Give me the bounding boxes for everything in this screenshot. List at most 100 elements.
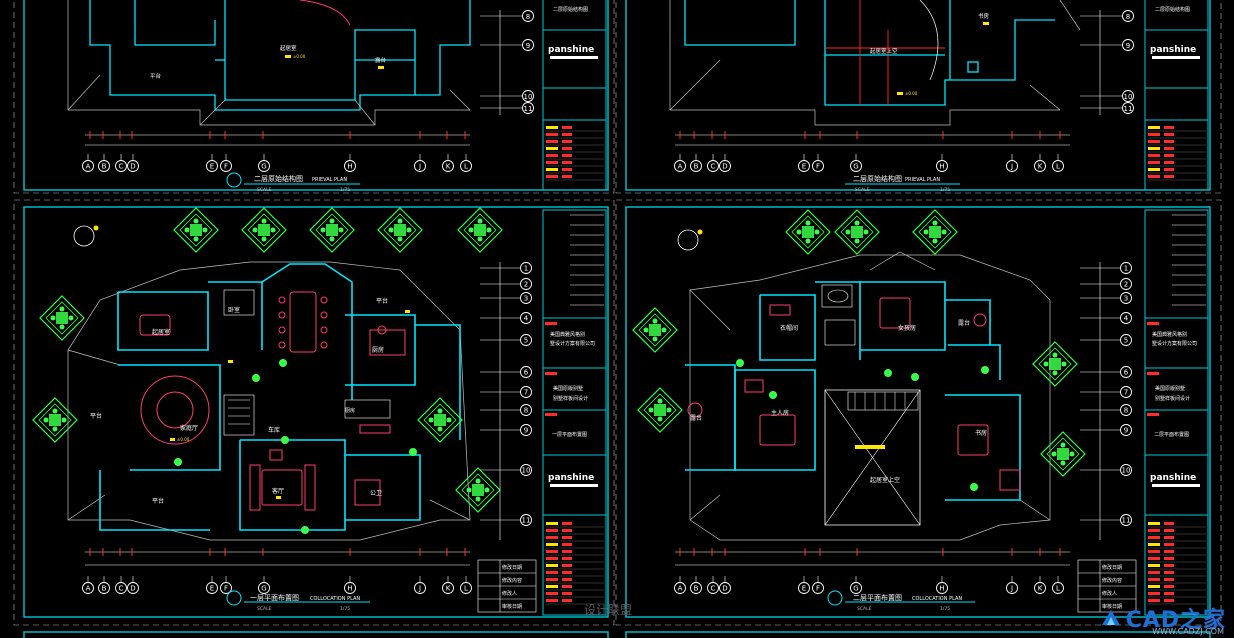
rev-cell: 修改内容	[502, 577, 522, 584]
tb-stamp-row	[546, 161, 558, 164]
tb-stamp-row	[1148, 175, 1160, 178]
axis-bubble	[520, 278, 532, 290]
rev-cell: 审核日期	[502, 603, 522, 610]
axis-letter: H	[939, 163, 944, 171]
scale-label: SCALE	[257, 187, 272, 193]
tb-stamp-row	[546, 557, 558, 560]
axis-bubble	[520, 464, 532, 476]
axis-letter: B	[694, 585, 699, 593]
axis-bubble	[344, 160, 356, 172]
svg-text:厨房: 厨房	[345, 407, 355, 414]
plan-bottom-right[interactable]: 主人房 衣帽间 女孩房 书房 露台 起居室上空 露台	[632, 209, 1137, 613]
axis-letter: B	[102, 163, 107, 171]
svg-text:起居室上空: 起居室上空	[870, 476, 900, 484]
axis-letter: L	[1056, 163, 1060, 171]
tb-stamp-row	[1164, 543, 1174, 546]
tb-stamp-row	[562, 522, 572, 525]
axis-num: 8	[526, 13, 530, 21]
axis-num: 8	[1124, 407, 1128, 415]
axis-num: 11	[1122, 517, 1131, 525]
axis-letter: L	[464, 585, 468, 593]
axis-letter: F	[224, 585, 228, 593]
axis-letter: G	[261, 163, 266, 171]
axis-num: 2	[524, 281, 528, 289]
axis-num: 11	[524, 105, 533, 113]
tb-stamp-row	[1164, 154, 1174, 157]
axis-bubble	[1120, 334, 1132, 346]
tb-stamp-row	[546, 147, 558, 150]
axis-letter: D	[722, 585, 727, 593]
axis-num: 4	[1124, 315, 1129, 323]
axis-num: 10	[1122, 467, 1131, 475]
brand-logo: panshine	[548, 45, 594, 55]
axis-letter: E	[210, 585, 214, 593]
tb-sheet-name: 一层平面布置图	[552, 431, 587, 438]
tb-stamp-row	[562, 175, 572, 178]
tb-stamp-row	[1164, 578, 1174, 581]
tb-stamp-row	[562, 550, 572, 553]
svg-text:卧室: 卧室	[228, 306, 240, 314]
title-block-top-right: 二层原始结构图 panshine	[1144, 0, 1209, 191]
tb-stamp-row	[546, 592, 558, 595]
outer-dashed-frames	[13, 0, 1222, 626]
axis-letter: A	[678, 163, 683, 171]
axis-letter: C	[119, 163, 124, 171]
tb-company: 美国典雅风格别	[1152, 331, 1187, 338]
svg-text:起居室: 起居室	[152, 328, 170, 336]
axis-bubble	[460, 582, 472, 594]
cad-logo-watermark: CAD之家 WWW.CADZJ.COM	[1100, 602, 1226, 636]
axis-bubble	[690, 582, 702, 594]
axis-letter: A	[678, 585, 683, 593]
brand-logo: panshine	[1150, 45, 1196, 55]
axis-letter: C	[711, 585, 716, 593]
tb-stamp-row	[1148, 140, 1160, 143]
tb-stamp-row	[1148, 133, 1160, 136]
plan-top-left[interactable]: 平台 起居室 露台 ±0.00 8 9 10 11	[67, 0, 534, 193]
axis-num: 3	[524, 295, 528, 303]
tb-stamp-row	[1148, 557, 1160, 560]
axis-num: 10	[522, 467, 531, 475]
axis-letter: E	[802, 163, 806, 171]
axis-bubble	[936, 582, 948, 594]
axis-num: 8	[524, 407, 528, 415]
axis-bubble	[850, 160, 862, 172]
tb-project: 美国原版别墅	[1155, 385, 1185, 392]
axis-num: 5	[524, 337, 528, 345]
axis-num: 1	[524, 265, 528, 273]
tb-stamp-row	[1164, 161, 1174, 164]
axis-letter: J	[418, 163, 421, 171]
plan-bottom-left[interactable]: 起居室 家庭厅 客厅 厨房 公卫 卧室 平台 平台 车库 平台 ±0.00 厨房	[32, 207, 537, 613]
axis-num: 11	[1124, 105, 1133, 113]
axis-bubble	[1120, 514, 1132, 526]
svg-text:客厅: 客厅	[272, 487, 284, 495]
tb-sheet-name: 二层平面布置图	[1154, 431, 1189, 438]
axis-letter: G	[261, 585, 266, 593]
axis-num: 4	[524, 315, 529, 323]
axis-bubble	[258, 582, 270, 594]
axis-bubble	[344, 582, 356, 594]
axis-bubble	[1034, 582, 1046, 594]
svg-text:露台: 露台	[375, 56, 387, 64]
plan-top-right[interactable]: 书房 起居室上空 ±0.00 8 9 10 11	[669, 0, 1134, 193]
tb-stamp-row	[546, 522, 558, 525]
rev-cell: 审核日期	[1102, 603, 1122, 610]
tb-stamp-row	[546, 564, 558, 567]
svg-text:平台: 平台	[90, 412, 102, 420]
axis-bubble	[115, 582, 127, 594]
tb-stamp-row	[1164, 585, 1174, 588]
axis-letter: L	[1056, 585, 1060, 593]
axis-num: 11	[522, 517, 531, 525]
tb-stamp-row	[546, 154, 558, 157]
axis-num: 1	[1124, 265, 1128, 273]
tb-stamp-row	[1148, 564, 1160, 567]
axis-bubble	[1034, 160, 1046, 172]
tb-stamp-row	[1164, 571, 1174, 574]
axis-bubble	[520, 366, 532, 378]
axis-letter: L	[464, 163, 468, 171]
axis-bubble	[1120, 312, 1132, 324]
tb-stamp-row	[562, 147, 572, 150]
title-cn: 一层平面布置图	[250, 593, 299, 602]
tb-stamp-row	[1148, 550, 1160, 553]
